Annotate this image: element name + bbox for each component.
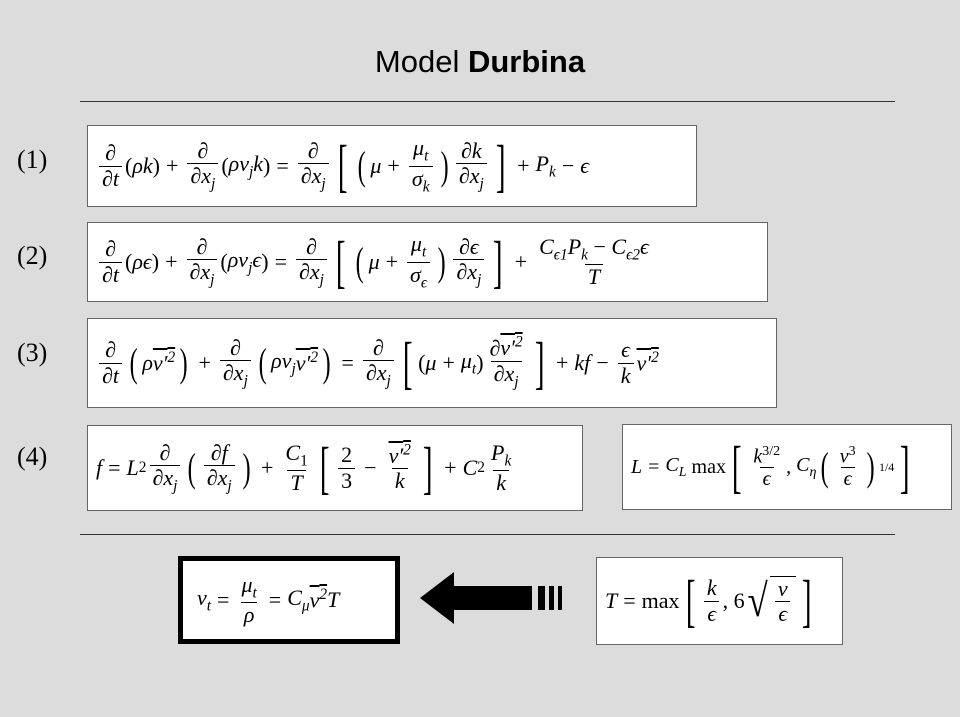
bottom-divider <box>80 534 895 535</box>
equation-number-3: (3) <box>17 338 48 367</box>
title-regular: Model <box>374 44 460 79</box>
slide-title: Model Durbina <box>0 44 960 80</box>
equation-number-4: (4) <box>17 442 48 471</box>
title-bold: Durbina <box>467 44 586 79</box>
equation-number-1: (1) <box>17 145 48 174</box>
equation-number-2: (2) <box>17 241 48 270</box>
top-divider <box>80 101 895 102</box>
left-arrow-icon <box>420 572 562 624</box>
